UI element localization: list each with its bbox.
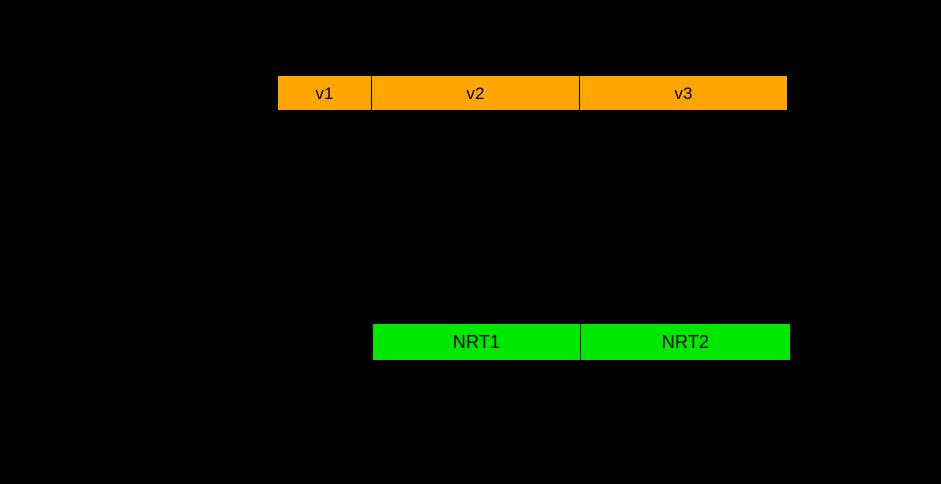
version-segment-v1-label: v1	[315, 83, 334, 103]
nrt-segment-nrt2[interactable]: NRT2	[581, 324, 790, 360]
version-timeline-bar: v1 v2 v3	[277, 75, 788, 111]
version-segment-v1[interactable]: v1	[278, 76, 372, 110]
version-segment-v3[interactable]: v3	[580, 76, 787, 110]
nrt-timeline-bar: NRT1 NRT2	[372, 323, 791, 361]
nrt-segment-nrt1-label: NRT1	[452, 332, 501, 352]
version-segment-v2-label: v2	[466, 83, 485, 103]
version-segment-v2[interactable]: v2	[372, 76, 580, 110]
nrt-segment-nrt1[interactable]: NRT1	[373, 324, 581, 360]
nrt-segment-nrt2-label: NRT2	[661, 332, 710, 352]
version-segment-v3-label: v3	[674, 83, 693, 103]
